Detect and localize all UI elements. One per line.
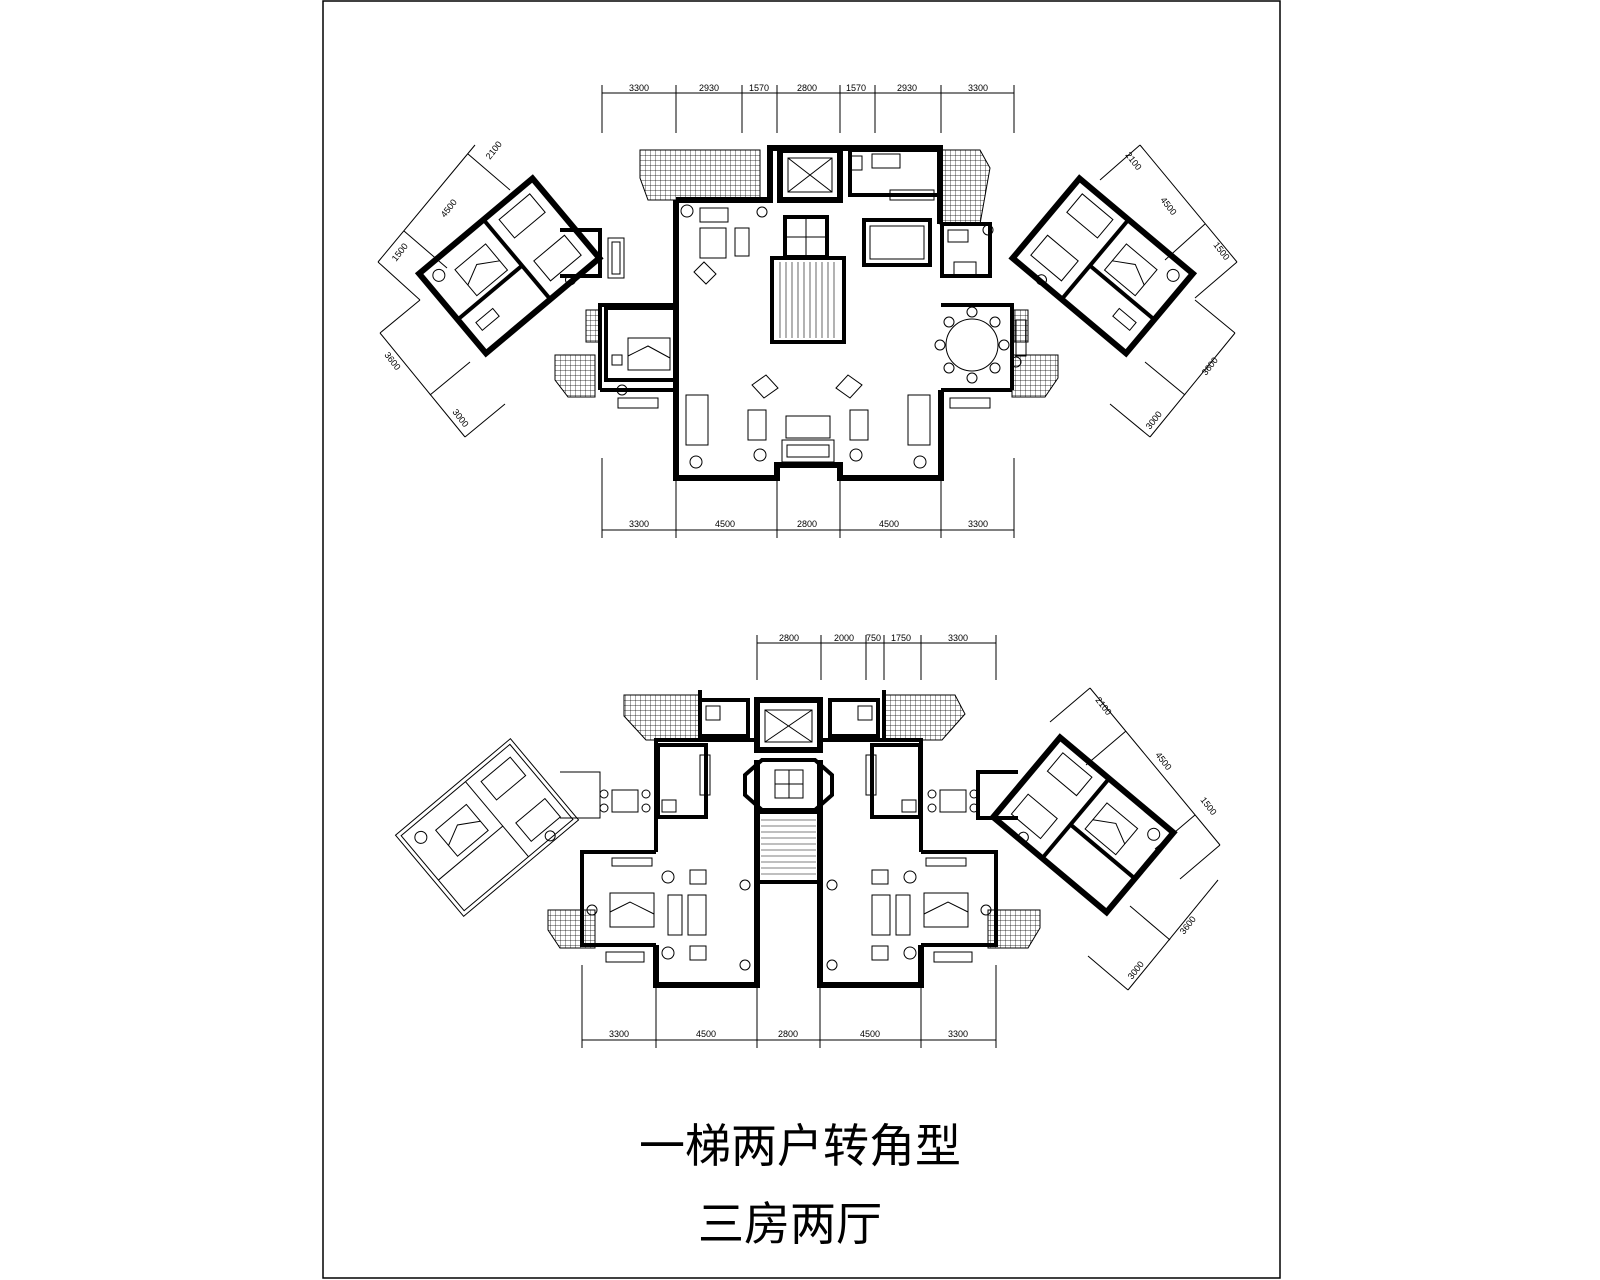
bedroom-left-b <box>586 857 655 963</box>
exterior-wall <box>817 760 924 988</box>
dim-label: 3300 <box>948 633 968 643</box>
balcony <box>987 909 1041 949</box>
dim-label: 4500 <box>860 1029 880 1039</box>
dim-label: 3600 <box>1178 914 1198 936</box>
dim-label: 2000 <box>834 633 854 643</box>
dim-label: 3300 <box>609 1029 629 1039</box>
balcony <box>585 309 601 343</box>
dim-label: 2930 <box>699 83 719 93</box>
sheet-title-line1: 一梯两户转角型 <box>639 1119 961 1173</box>
dim-label: 750 <box>866 633 881 643</box>
dim-label: 4500 <box>1158 195 1178 217</box>
dim-label: 2800 <box>797 519 817 529</box>
dim-label: 1570 <box>846 83 866 93</box>
living-room-furniture <box>685 374 931 469</box>
family-room-furniture <box>680 204 768 285</box>
dim-label: 3600 <box>382 350 402 372</box>
dim-label: 3300 <box>629 519 649 529</box>
dim-label: 1500 <box>1198 795 1218 817</box>
wc-right <box>828 698 880 738</box>
sheet-border <box>322 0 1281 1279</box>
bedroom-right <box>949 319 1027 409</box>
wing-right <box>1008 174 1198 358</box>
dim-label: 4500 <box>439 197 459 219</box>
dim-label: 2800 <box>779 633 799 643</box>
plan-bottom-dim-top: 2800 2000 750 1750 3300 <box>756 633 997 680</box>
plan-top: 3300 2930 1570 2800 1570 2930 3300 3300 … <box>377 83 1238 538</box>
wing-right-b <box>988 733 1178 917</box>
balcony <box>939 149 991 225</box>
balcony <box>554 354 596 398</box>
wing-left <box>414 174 604 358</box>
plan-bottom: 2800 2000 750 1750 3300 3300 4500 2800 4… <box>394 633 1221 1048</box>
stair-core <box>770 256 846 344</box>
dim-label: 3300 <box>629 83 649 93</box>
living-room-left <box>661 869 751 971</box>
elevator-shaft <box>754 697 823 753</box>
dim-label: 2100 <box>484 139 504 161</box>
dim-label: 3300 <box>948 1029 968 1039</box>
living-room-right <box>826 869 917 971</box>
balcony <box>547 909 596 949</box>
dim-label: 3600 <box>1200 355 1220 377</box>
kitchen-right <box>848 148 994 278</box>
plan-bottom-dim-bottom: 3300 4500 2800 4500 3300 <box>581 965 997 1048</box>
plan-top-dim-bottom: 3300 4500 2800 4500 3300 <box>601 458 1015 538</box>
lobby <box>743 758 834 812</box>
dim-label: 3300 <box>968 83 988 93</box>
dim-label: 2930 <box>897 83 917 93</box>
dim-label: 3000 <box>450 407 470 429</box>
dim-label: 1750 <box>891 633 911 643</box>
stair-core <box>755 810 822 884</box>
dim-label: 1500 <box>1211 240 1231 262</box>
dim-label: 1570 <box>749 83 769 93</box>
plan-bottom-dim-right: 2100 4500 1500 3600 3000 <box>1049 687 1221 991</box>
plan-top-dim-left: 2100 4500 1500 3600 3000 <box>377 139 511 438</box>
wing-left-b <box>394 738 580 918</box>
bedroom-right-b <box>923 857 992 963</box>
sheet-title-line2: 三房两厅 <box>698 1197 882 1251</box>
balcony <box>883 694 966 741</box>
balcony <box>623 694 701 741</box>
dim-label: 3300 <box>968 519 988 529</box>
dim-label: 3000 <box>1126 959 1146 981</box>
dim-label: 4500 <box>715 519 735 529</box>
dim-label: 4500 <box>696 1029 716 1039</box>
wc-left <box>698 698 750 738</box>
dim-label: 2800 <box>797 83 817 93</box>
dim-label: 4500 <box>879 519 899 529</box>
dining-left <box>599 743 711 819</box>
dim-label: 3000 <box>1144 409 1164 431</box>
dim-label: 2100 <box>1093 695 1113 717</box>
exterior-wall <box>653 760 760 988</box>
dining-table <box>934 306 1010 384</box>
plan-top-dim-top: 3300 2930 1570 2800 1570 2930 3300 <box>601 83 1015 133</box>
dining-right <box>865 743 979 819</box>
balcony <box>639 149 761 201</box>
elevator-shaft <box>777 147 843 203</box>
balcony <box>1011 354 1059 398</box>
exterior-wall <box>673 200 944 481</box>
bedroom-left <box>604 306 678 409</box>
dim-label: 2100 <box>1123 150 1143 172</box>
dim-label: 2800 <box>778 1029 798 1039</box>
